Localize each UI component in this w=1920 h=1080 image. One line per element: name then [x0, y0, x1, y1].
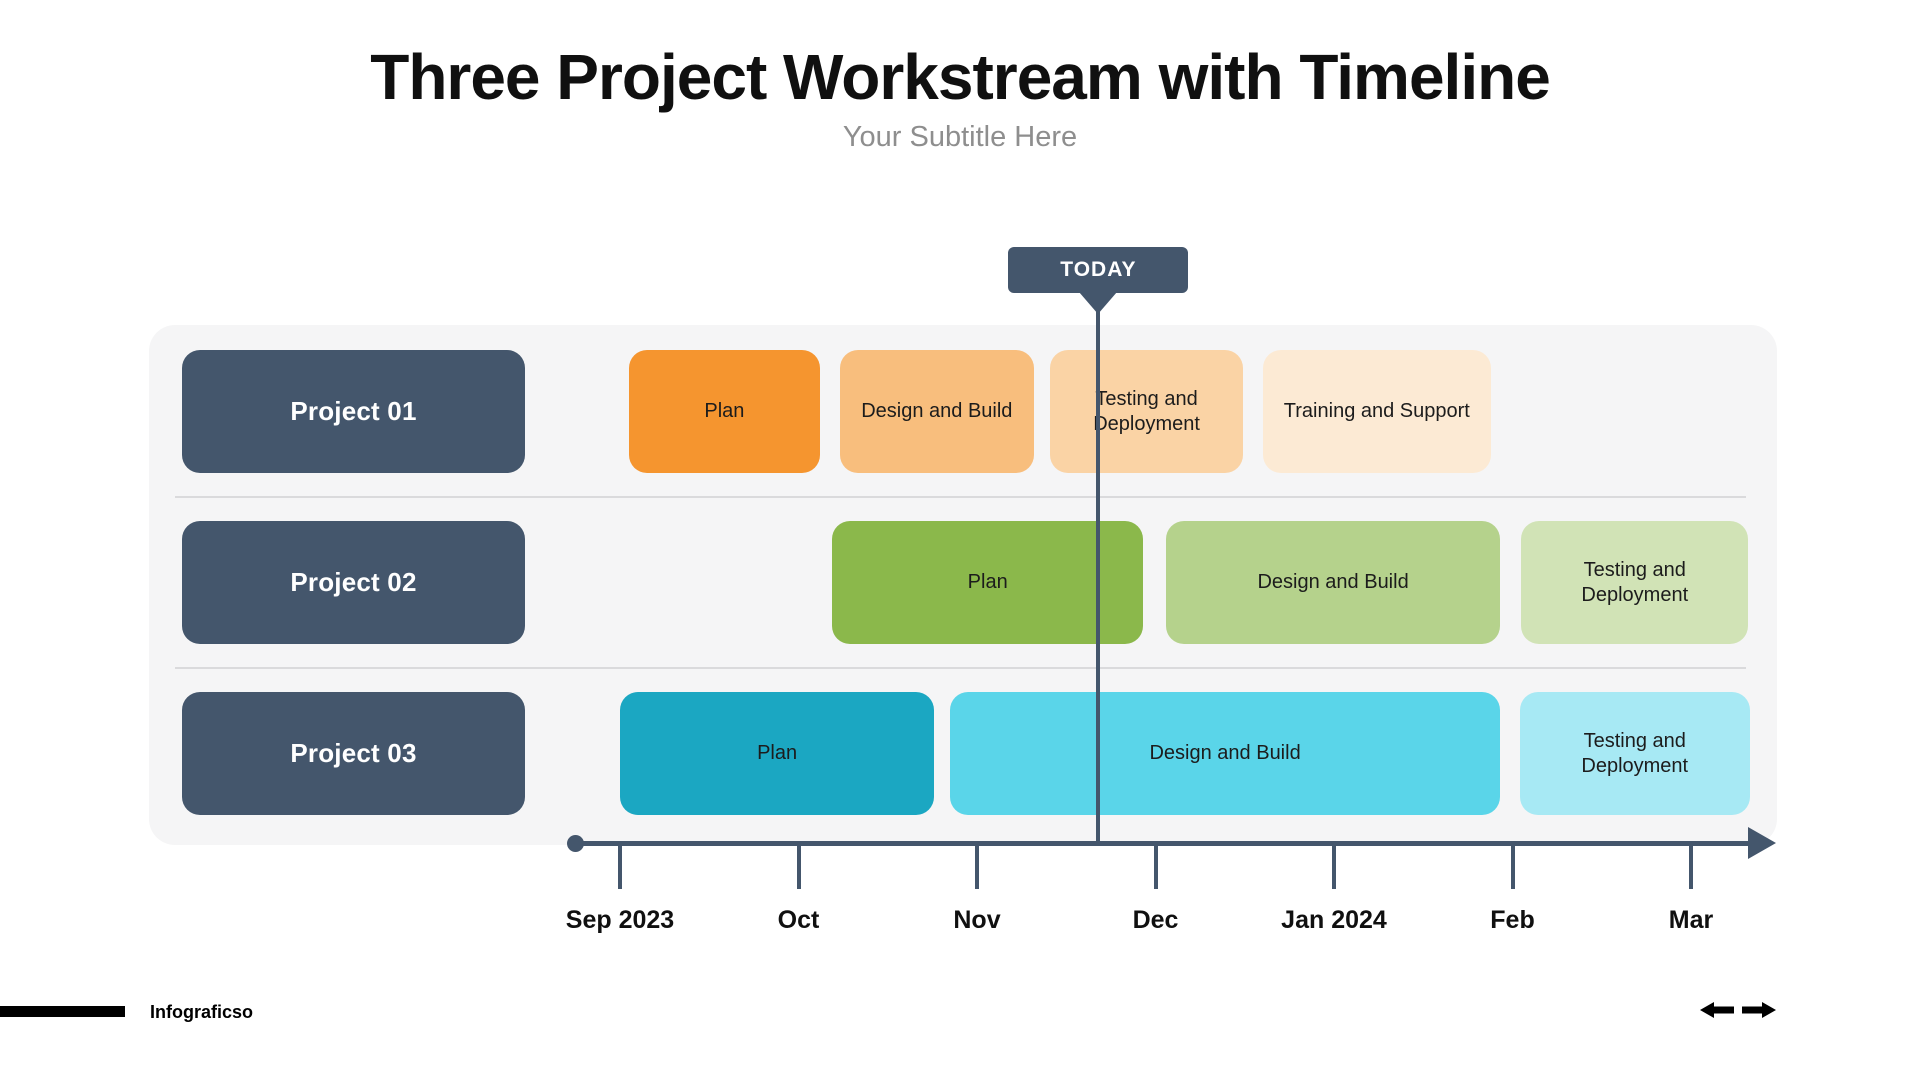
phase-bar: Design and Build [839, 350, 1035, 473]
row-divider [175, 496, 1746, 498]
phase-bar: Testing and Deployment [1050, 350, 1243, 473]
phase-bar: Plan [620, 692, 935, 815]
month-label: Mar [1668, 906, 1714, 934]
month-tick [1153, 843, 1158, 889]
today-label: TODAY [1060, 258, 1137, 281]
phase-bar: Design and Build [950, 692, 1500, 815]
project-label: Project 03 [182, 692, 525, 815]
axis-line [572, 841, 1750, 846]
previous-arrow-icon[interactable] [1700, 1002, 1734, 1018]
phase-bar: Testing and Deployment [1519, 692, 1750, 815]
brand-label: Infograficso [150, 1002, 254, 1022]
phase-bar: Plan [628, 350, 820, 473]
header: Three Project Workstream with Timeline Y… [0, 41, 1920, 154]
month-tick [796, 843, 801, 889]
month-label: Feb [1490, 906, 1535, 934]
footer-accent-bar [0, 1006, 125, 1017]
phase-bar: Design and Build [1166, 521, 1500, 644]
month-tick [1332, 843, 1336, 889]
month-label: Nov [953, 906, 1001, 934]
axis-arrowhead-icon [1748, 827, 1776, 859]
month-tick [618, 843, 622, 889]
project-label: Project 01 [182, 350, 525, 473]
month-label: Jan 2024 [1281, 906, 1387, 934]
page-subtitle: Your Subtitle Here [842, 121, 1078, 154]
today-marker-badge: TODAY [1008, 247, 1189, 293]
page-title: Three Project Workstream with Timeline [370, 41, 1551, 113]
month-tick [975, 843, 979, 889]
today-vertical-line [1096, 290, 1101, 843]
month-tick [1510, 843, 1515, 889]
today-marker-pointer [1079, 292, 1118, 314]
month-label: Oct [777, 906, 820, 934]
phase-bar: Training and Support [1262, 350, 1492, 473]
phase-bar: Plan [832, 521, 1143, 644]
row-divider [175, 667, 1746, 669]
phase-bar: Testing and Deployment [1521, 521, 1749, 644]
project-label: Project 02 [182, 521, 525, 644]
month-label: Dec [1132, 906, 1179, 934]
month-tick [1689, 843, 1693, 889]
month-label: Sep 2023 [565, 906, 675, 934]
next-arrow-icon[interactable] [1742, 1002, 1776, 1018]
slide-navigation [1700, 1002, 1776, 1018]
